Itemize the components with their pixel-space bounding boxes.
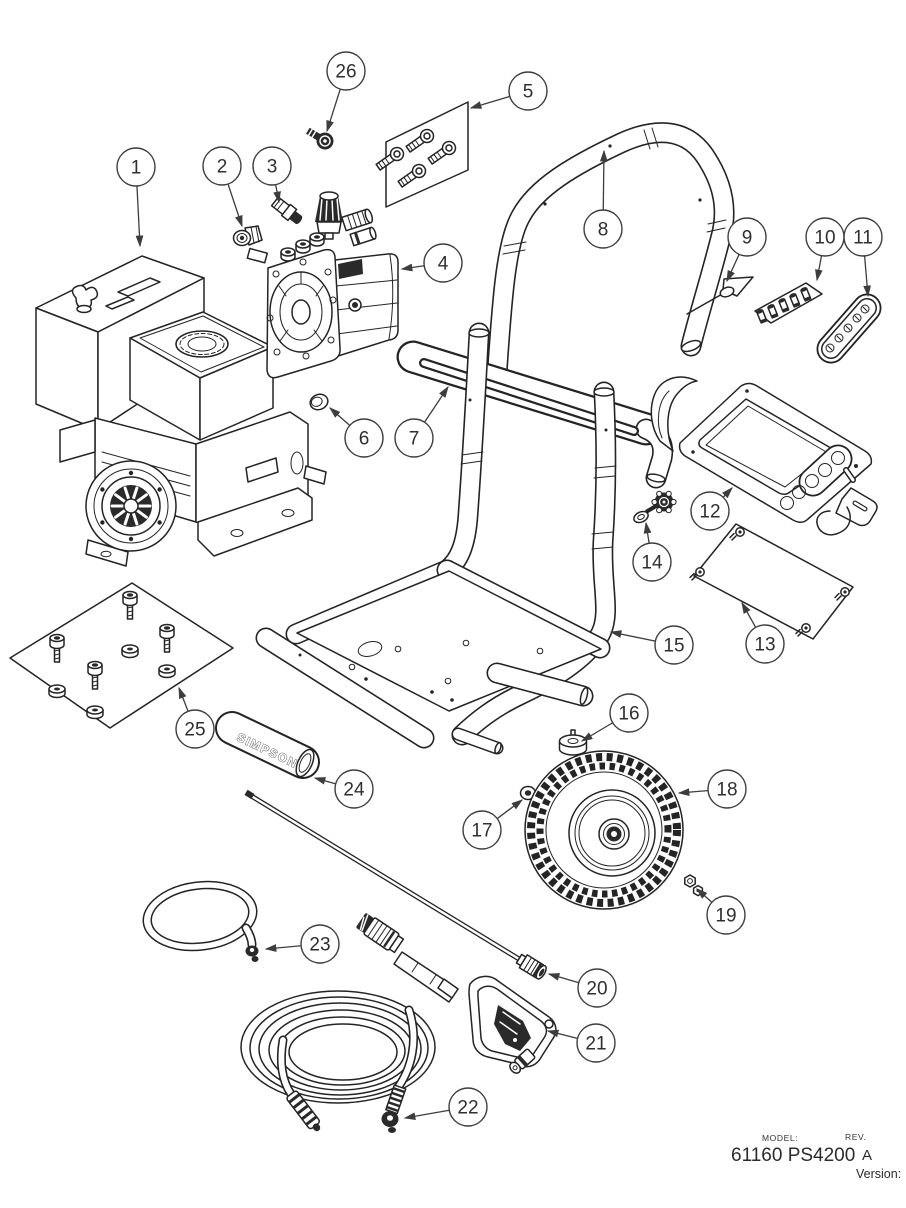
callout-18-wheel: 18 — [677, 769, 747, 809]
callout-17-washer: 17 — [462, 799, 524, 850]
callout-23-siphon-hose: 23 — [264, 924, 340, 964]
callout-13-panel-plate: 13 — [741, 601, 785, 664]
part-siphon-hose-drawing — [142, 880, 259, 962]
part-socket-bolt-drawing — [306, 127, 334, 150]
callout-6-cap-washer: 6 — [329, 407, 384, 458]
part-engine-drawing — [35, 255, 327, 567]
svg-text:25: 25 — [184, 720, 205, 741]
part-axle-bolt-drawing — [684, 874, 704, 897]
svg-text:18: 18 — [716, 780, 737, 801]
title-block: MODEL: 61160 PS4200 REV. A Version: — [731, 1132, 901, 1181]
part-wheel-drawing — [524, 750, 684, 910]
callout-12-panel: 12 — [690, 487, 733, 531]
part-frame-drawing — [255, 322, 617, 755]
rev-value: A — [862, 1147, 872, 1164]
model-number: 61160 PS4200 — [731, 1145, 855, 1166]
callout-19-axle-bolt: 19 — [696, 888, 746, 935]
callout-20-lance: 20 — [547, 968, 617, 1008]
version-label: Version: — [856, 1167, 901, 1181]
part-panel-drawing — [650, 376, 878, 536]
callout-7-handle-loop: 7 — [394, 385, 449, 458]
part-nipple-fitting-drawing — [270, 196, 303, 225]
svg-text:15: 15 — [663, 636, 684, 657]
callout-9-wand-clip: 9 — [726, 217, 767, 283]
callout-3-nipple-fitting: 3 — [252, 146, 292, 204]
svg-text:14: 14 — [641, 553, 663, 574]
callout-11-nozzle-holder: 11 — [843, 217, 883, 298]
callout-14-knob-bolt: 14 — [632, 521, 672, 582]
callout-26-socket-bolt: 26 — [326, 51, 366, 133]
part-lance-drawing — [244, 789, 547, 980]
svg-text:6: 6 — [359, 429, 370, 450]
part-rubber-foot-drawing — [558, 729, 588, 756]
callout-24-grip: 24 — [313, 769, 374, 809]
callout-22-pressure-hose: 22 — [403, 1087, 488, 1127]
part-elbow-fitting-drawing — [232, 225, 263, 247]
svg-text:7: 7 — [409, 429, 420, 450]
part-cap-washer-drawing — [309, 393, 329, 411]
svg-text:16: 16 — [618, 704, 639, 725]
svg-text:20: 20 — [586, 979, 607, 1000]
part-spray-gun-drawing — [356, 913, 557, 1074]
svg-text:5: 5 — [523, 82, 534, 103]
svg-text:17: 17 — [471, 821, 492, 842]
part-pressure-hose-drawing — [240, 990, 436, 1133]
svg-text:21: 21 — [585, 1034, 606, 1055]
part-grip-drawing: SIMPSON — [215, 711, 320, 779]
part-nozzle-set-drawing — [754, 282, 823, 325]
part-panel-plate-drawing — [689, 523, 854, 640]
svg-text:12: 12 — [699, 502, 720, 523]
rev-label: REV. — [845, 1132, 866, 1142]
part-nozzle-holder-drawing — [816, 293, 882, 364]
svg-text:8: 8 — [598, 220, 609, 241]
callout-1-engine: 1 — [116, 147, 156, 248]
svg-text:9: 9 — [742, 228, 753, 249]
svg-text:19: 19 — [715, 906, 736, 927]
part-handle-loop-drawing — [396, 340, 674, 489]
svg-text:22: 22 — [457, 1098, 478, 1119]
callout-16-rubber-foot: 16 — [580, 693, 649, 742]
callout-25-hardware-kit: 25 — [175, 686, 215, 749]
svg-text:24: 24 — [343, 780, 365, 801]
part-knob-bolt-drawing — [633, 490, 677, 524]
callout-8-handle-bar: 8 — [583, 149, 623, 249]
part-handle-bar-drawing — [486, 122, 735, 385]
svg-text:3: 3 — [267, 157, 278, 178]
svg-text:10: 10 — [814, 228, 835, 249]
callout-10-nozzle-set: 10 — [805, 217, 845, 282]
callout-5-bolt-kit: 5 — [469, 71, 548, 111]
model-label: MODEL: — [762, 1133, 798, 1143]
svg-text:1: 1 — [131, 158, 142, 179]
callout-2-elbow-fitting: 2 — [202, 146, 243, 228]
callouts-layer: 1 2 3 4 5 6 7 8 — [116, 51, 883, 1127]
svg-text:2: 2 — [217, 157, 228, 178]
svg-text:4: 4 — [438, 254, 449, 275]
svg-text:26: 26 — [335, 62, 356, 83]
svg-text:23: 23 — [309, 935, 330, 956]
svg-text:13: 13 — [754, 635, 775, 656]
callout-21-spray-gun: 21 — [546, 1023, 616, 1063]
svg-text:11: 11 — [853, 228, 873, 249]
part-pump-drawing — [246, 191, 399, 379]
callout-15-frame: 15 — [609, 625, 694, 665]
callout-4-pump: 4 — [400, 243, 463, 283]
part-bolt-kit-drawing — [373, 101, 469, 208]
part-hardware-kit-drawing — [9, 582, 234, 729]
